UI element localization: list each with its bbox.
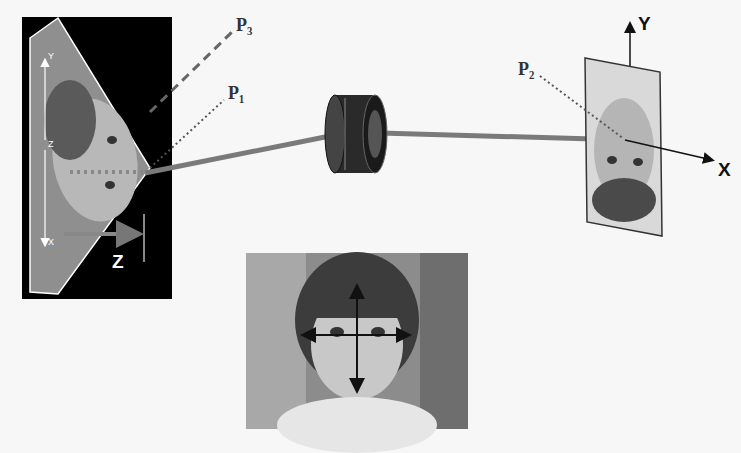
point-label: P₂: [518, 60, 534, 78]
axis-label: Z: [48, 140, 54, 149]
axis-label: Z: [112, 252, 124, 271]
point-label: P₁: [228, 84, 244, 102]
axis-label: Y: [638, 14, 651, 33]
axis-label: X: [48, 238, 54, 247]
point-label: P₃: [236, 16, 252, 34]
axis-label: Y: [48, 52, 54, 61]
axis-label: X: [718, 160, 731, 179]
